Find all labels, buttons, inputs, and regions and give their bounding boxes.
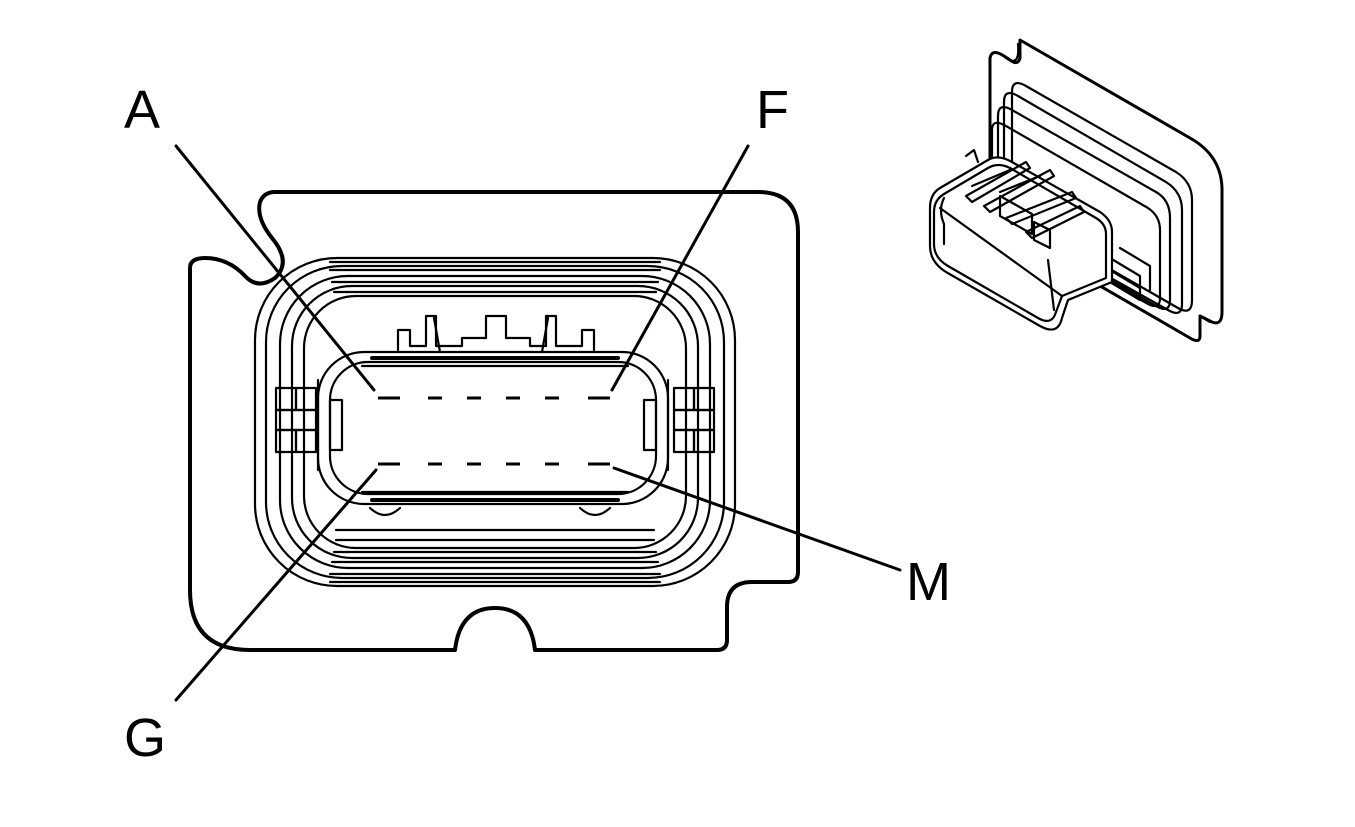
connector-isometric-view bbox=[928, 38, 1224, 343]
outer-shroud-ring-4 bbox=[290, 284, 700, 560]
cavity-ribs bbox=[360, 356, 630, 517]
outer-shroud-ring-3 bbox=[278, 274, 712, 570]
pin-label-a: A bbox=[124, 80, 160, 140]
leader-line-f bbox=[610, 144, 750, 392]
pin-label-g: G bbox=[124, 708, 166, 768]
shroud-rails bbox=[328, 260, 662, 584]
top-latch bbox=[396, 314, 596, 354]
leader-line-a bbox=[174, 144, 376, 392]
connector-flange-outline bbox=[188, 190, 800, 652]
isometric-terminals bbox=[964, 160, 1086, 250]
pin-label-f: F bbox=[756, 80, 789, 140]
right-latch-tabs bbox=[642, 378, 716, 472]
left-latch-tabs bbox=[274, 378, 344, 472]
isometric-mating-shroud-front bbox=[932, 163, 1108, 323]
inner-cavity-outer bbox=[316, 350, 670, 506]
outer-shroud-ring-1 bbox=[253, 256, 737, 588]
outer-shroud-ring-2 bbox=[264, 264, 726, 580]
inner-cavity bbox=[328, 360, 658, 496]
pin-label-m: M bbox=[906, 552, 951, 612]
leader-line-m bbox=[612, 466, 902, 572]
leader-line-g bbox=[174, 468, 378, 702]
connector-face-view: A F G M bbox=[124, 80, 951, 768]
outer-shroud-ring-5 bbox=[302, 294, 688, 550]
